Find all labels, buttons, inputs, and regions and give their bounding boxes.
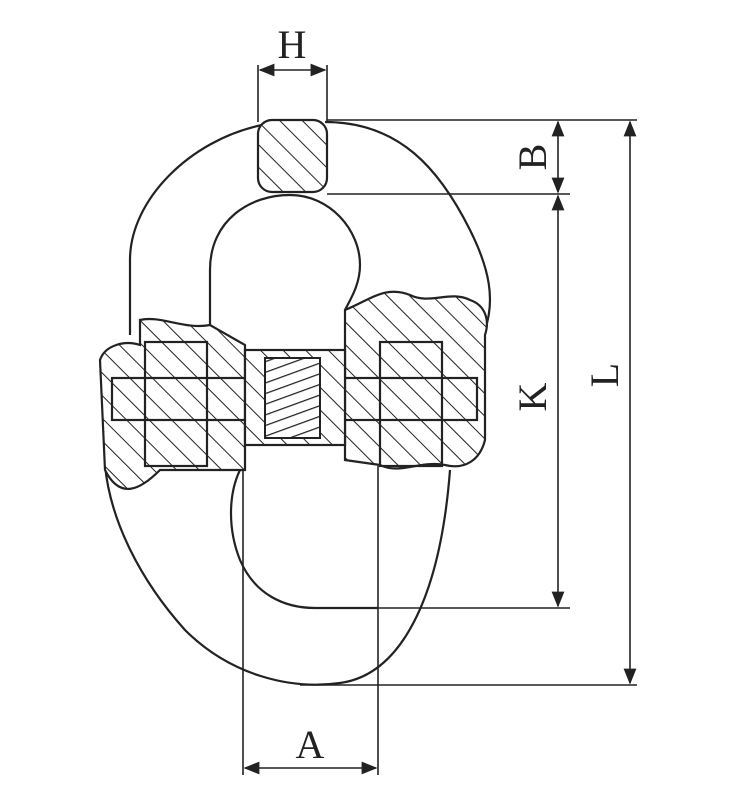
link-outline — [103, 120, 492, 686]
right-nut — [378, 340, 444, 468]
dimension-b: B — [510, 120, 565, 194]
label-h: H — [278, 22, 307, 67]
label-k: K — [510, 382, 555, 411]
dimension-l: L — [582, 120, 637, 685]
left-nut — [143, 340, 209, 468]
dimension-h: H — [257, 22, 328, 122]
label-a: A — [296, 722, 325, 767]
dimension-a: A — [242, 466, 379, 775]
dimension-k: K — [510, 194, 565, 608]
spring-coil — [264, 357, 321, 439]
right-section-hatch — [343, 290, 488, 470]
label-b: B — [510, 144, 555, 171]
label-l: L — [582, 363, 627, 387]
top-section-hatch — [256, 118, 329, 194]
center-section-hatch — [98, 317, 247, 490]
